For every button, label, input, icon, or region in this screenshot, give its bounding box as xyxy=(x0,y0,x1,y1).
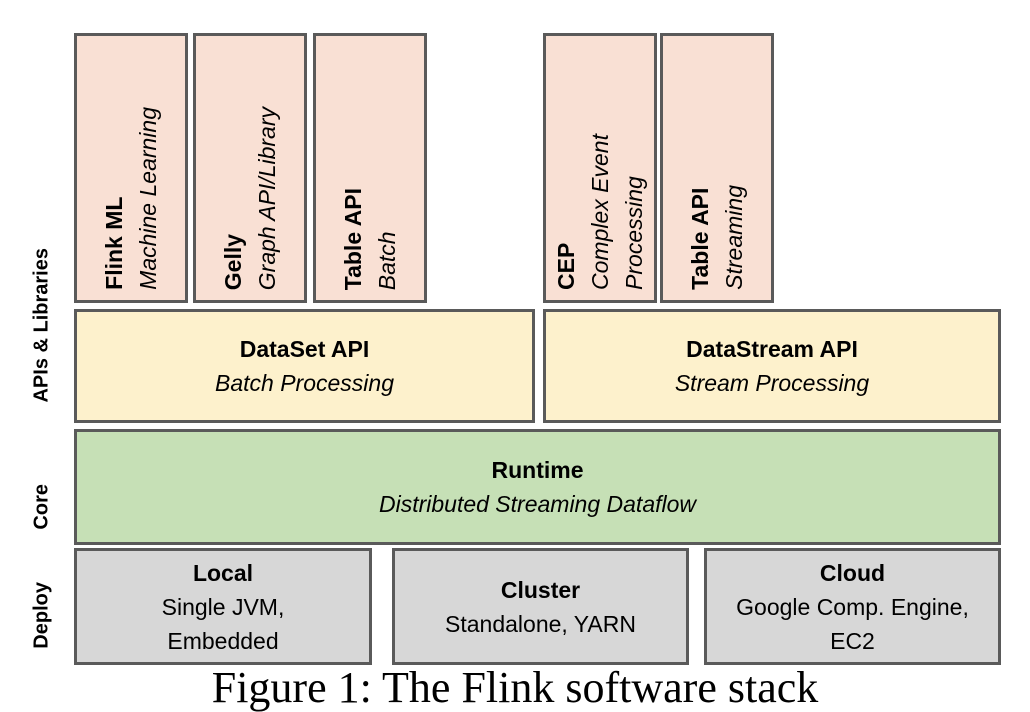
library-subtitle: Batch xyxy=(374,231,400,290)
library-title: Flink ML xyxy=(101,196,127,290)
api-subtitle: Stream Processing xyxy=(674,370,870,396)
library-title: Table API xyxy=(340,187,366,290)
library-title: Gelly xyxy=(220,233,246,290)
library-subtitle: Graph API/Library xyxy=(254,106,280,290)
api-title: DataStream API xyxy=(686,336,858,362)
library-box-gelly: Gelly Graph API/Library xyxy=(193,33,307,303)
dataset-api-box: DataSet API Batch Processing xyxy=(74,309,535,423)
library-label-flink-ml: Flink ML Machine Learning xyxy=(97,107,165,290)
deploy-title: Cluster xyxy=(500,576,581,603)
library-label-cep: CEP Complex Event Processing xyxy=(549,134,651,290)
deploy-detail: Single JVM, Embedded xyxy=(161,593,285,654)
deploy-title: Cloud xyxy=(819,559,886,586)
library-label-table-api-streaming: Table API Streaming xyxy=(683,185,751,290)
library-box-table-api-batch: Table API Batch xyxy=(313,33,427,303)
library-box-cep: CEP Complex Event Processing xyxy=(543,33,657,303)
api-subtitle: Batch Processing xyxy=(215,370,394,396)
figure-caption-text: Figure 1: The Flink software stack xyxy=(211,663,819,712)
library-subtitle: Streaming xyxy=(721,185,747,290)
library-label-gelly: Gelly Graph API/Library xyxy=(216,107,284,290)
runtime-subtitle: Distributed Streaming Dataflow xyxy=(378,491,697,517)
library-subtitle: Machine Learning xyxy=(135,107,161,290)
side-label-core: Core xyxy=(30,484,53,530)
deploy-cloud-box: Cloud Google Comp. Engine, EC2 xyxy=(704,548,1001,665)
deploy-cluster-box: Cluster Standalone, YARN xyxy=(392,548,689,665)
library-box-flink-ml: Flink ML Machine Learning xyxy=(74,33,188,303)
library-label-table-api-batch: Table API Batch xyxy=(336,188,404,290)
side-label-apis-libraries: APIs & Libraries xyxy=(30,248,53,403)
figure-caption: Figure 1: The Flink software stack xyxy=(0,662,1030,710)
side-label-deploy: Deploy xyxy=(30,582,53,649)
api-title: DataSet API xyxy=(239,336,370,362)
runtime-title: Runtime xyxy=(491,457,584,483)
library-title: CEP xyxy=(553,242,579,290)
library-box-table-api-streaming: Table API Streaming xyxy=(660,33,774,303)
library-subtitle: Complex Event Processing xyxy=(587,134,647,290)
deploy-title: Local xyxy=(192,559,254,586)
runtime-box: Runtime Distributed Streaming Dataflow xyxy=(74,429,1001,545)
library-title: Table API xyxy=(687,187,713,290)
deploy-local-box: Local Single JVM, Embedded xyxy=(74,548,372,665)
deploy-detail: Google Comp. Engine, EC2 xyxy=(736,593,969,654)
datastream-api-box: DataStream API Stream Processing xyxy=(543,309,1001,423)
deploy-detail: Standalone, YARN xyxy=(445,610,636,637)
